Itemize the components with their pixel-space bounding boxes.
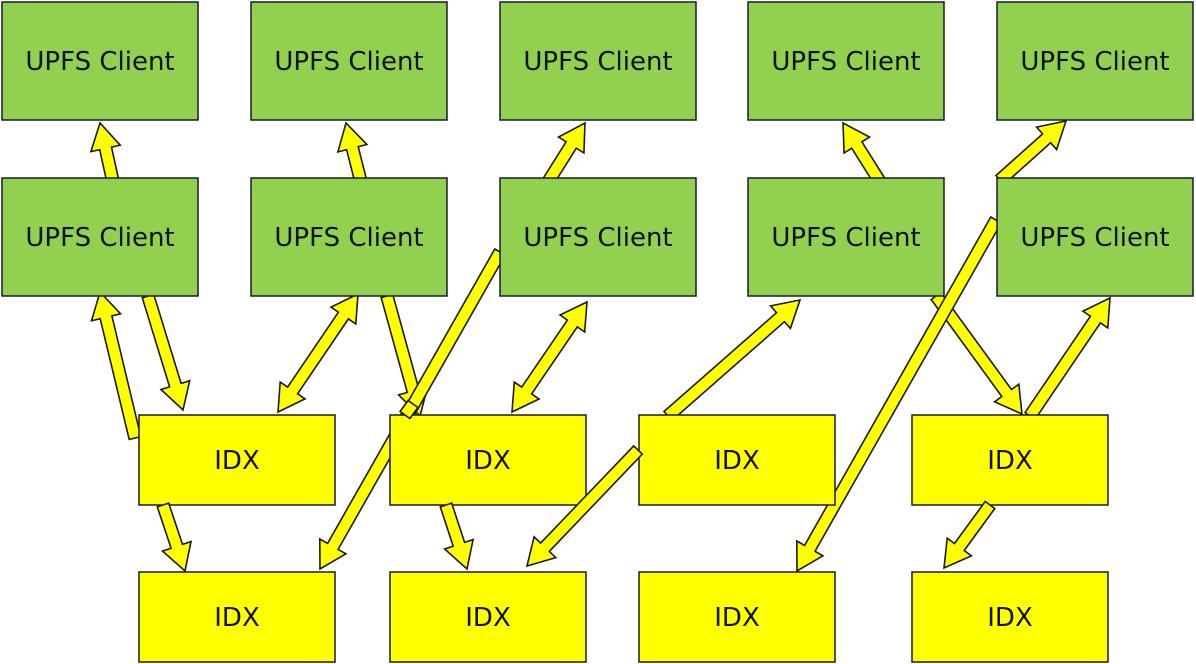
client-top-rect bbox=[747, 1, 945, 121]
client-mid-rect bbox=[747, 177, 945, 297]
client-top-label: UPFS Client bbox=[274, 47, 423, 77]
client-mid-label: UPFS Client bbox=[274, 223, 423, 253]
idx-row2-box-1: IDX bbox=[138, 571, 336, 663]
idx-row2-rect bbox=[389, 571, 587, 663]
idx-row1-rect bbox=[638, 414, 836, 506]
idx-row2-rect bbox=[638, 571, 836, 663]
client-top-box-4: UPFS Client bbox=[747, 1, 945, 121]
client-mid-label: UPFS Client bbox=[1020, 223, 1169, 253]
idx-connector-arrow-4 bbox=[525, 444, 644, 568]
client-mid-box-1: UPFS Client bbox=[1, 177, 199, 297]
client-mid-label: UPFS Client bbox=[523, 223, 672, 253]
idx-row1-box-3: IDX bbox=[638, 414, 836, 506]
idx-connector-arrow-1 bbox=[398, 399, 420, 420]
client-top-rect bbox=[250, 1, 448, 121]
idx-row2-label: IDX bbox=[714, 603, 760, 633]
client-mid-label: UPFS Client bbox=[771, 223, 920, 253]
client-mid-box-5: UPFS Client bbox=[996, 177, 1194, 297]
connector-arrow-6 bbox=[141, 293, 191, 412]
idx-row1-box-1: IDX bbox=[138, 414, 336, 506]
client-mid-rect bbox=[996, 177, 1194, 297]
idx-row2-box-2: IDX bbox=[389, 571, 587, 663]
idx-row1-rect bbox=[389, 414, 587, 506]
client-mid-rect bbox=[499, 177, 697, 297]
connector-arrow-5 bbox=[90, 290, 142, 441]
idx-connector-arrow-2 bbox=[156, 502, 193, 573]
client-mid-rect bbox=[1, 177, 199, 297]
idx-row2-box-3: IDX bbox=[638, 571, 836, 663]
client-top-label: UPFS Client bbox=[771, 47, 920, 77]
idx-row1-label: IDX bbox=[465, 446, 511, 476]
idx-row1-label: IDX bbox=[214, 446, 260, 476]
client-top-box-3: UPFS Client bbox=[499, 1, 697, 121]
connector-arrow-14 bbox=[1023, 296, 1111, 421]
idx-row1-rect bbox=[911, 414, 1109, 506]
connector-arrow-4 bbox=[842, 121, 887, 187]
idx-row1-label: IDX bbox=[987, 446, 1033, 476]
client-top-box-2: UPFS Client bbox=[250, 1, 448, 121]
client-mid-box-2: UPFS Client bbox=[250, 177, 448, 297]
idx-row1-label: IDX bbox=[714, 446, 760, 476]
idx-row2-label: IDX bbox=[987, 603, 1033, 633]
connector-arrow-7 bbox=[277, 292, 359, 414]
arrows-layer bbox=[89, 119, 1111, 573]
client-mid-rect bbox=[250, 177, 448, 297]
client-top-box-5: UPFS Client bbox=[996, 1, 1194, 121]
connector-arrow-15 bbox=[994, 119, 1068, 186]
idx-connector-arrow-5 bbox=[943, 500, 996, 570]
client-mid-box-3: UPFS Client bbox=[499, 177, 697, 297]
foreground-arrows-layer bbox=[156, 399, 996, 573]
client-top-rect bbox=[1, 1, 199, 121]
client-top-rect bbox=[499, 1, 697, 121]
connector-arrow-3 bbox=[541, 121, 586, 187]
idx-connector-arrow-3 bbox=[439, 502, 475, 571]
connector-arrow-1 bbox=[89, 121, 122, 185]
client-top-label: UPFS Client bbox=[523, 47, 672, 77]
client-mid-box-4: UPFS Client bbox=[747, 177, 945, 297]
client-top-label: UPFS Client bbox=[25, 47, 174, 77]
idx-row2-rect bbox=[138, 571, 336, 663]
idx-row2-rect bbox=[911, 571, 1109, 663]
client-top-box-1: UPFS Client bbox=[1, 1, 199, 121]
client-mid-label: UPFS Client bbox=[25, 223, 174, 253]
idx-row1-box-2: IDX bbox=[389, 414, 587, 506]
idx-row2-label: IDX bbox=[465, 603, 511, 633]
connector-arrow-10 bbox=[511, 300, 588, 414]
connector-arrow-13 bbox=[795, 215, 1003, 573]
idx-row2-label: IDX bbox=[214, 603, 260, 633]
idx-row1-box-4: IDX bbox=[911, 414, 1109, 506]
idx-row2-box-4: IDX bbox=[911, 571, 1109, 663]
connector-arrow-2 bbox=[336, 121, 369, 185]
client-top-label: UPFS Client bbox=[1020, 47, 1169, 77]
connector-arrow-11 bbox=[662, 298, 802, 422]
client-top-rect bbox=[996, 1, 1194, 121]
idx-row1-rect bbox=[138, 414, 336, 506]
